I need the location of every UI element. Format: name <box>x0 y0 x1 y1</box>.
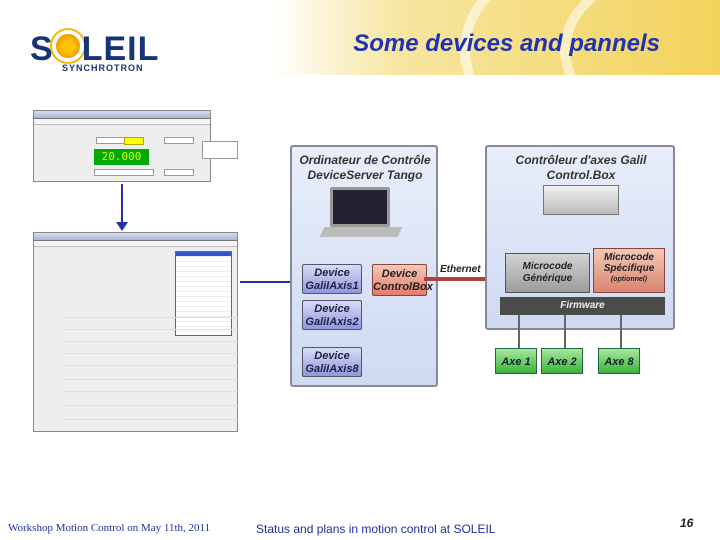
attribute-row <box>64 413 239 420</box>
connector-line <box>620 315 622 348</box>
ethernet-label: Ethernet <box>440 264 481 275</box>
highlight-field <box>124 137 144 145</box>
laptop-base <box>319 227 403 237</box>
motor-panel-screenshot: 20.000 µm <box>33 110 238 182</box>
window-titlebar <box>34 233 237 241</box>
attribute-row <box>64 385 239 392</box>
arrow-head <box>116 222 128 231</box>
controlbox-hardware-icon <box>543 185 619 215</box>
slide-title: Some devices and pannels <box>353 30 660 57</box>
attribute-row <box>64 311 239 318</box>
field-box <box>164 137 194 144</box>
logo-subtitle: SYNCHROTRON <box>62 63 144 73</box>
window-titlebar <box>34 111 210 119</box>
connector-line <box>518 315 520 348</box>
attribute-row <box>64 347 239 354</box>
command-dropdown-list <box>175 251 232 336</box>
sun-icon <box>55 34 80 58</box>
footer-talk-title: Status and plans in motion control at SO… <box>256 522 496 536</box>
attribute-row <box>64 323 239 330</box>
axis-1: Axe 1 <box>495 348 537 374</box>
axis-8: Axe 8 <box>598 348 640 374</box>
position-display: 20.000 µm <box>94 149 149 179</box>
state-button <box>202 141 238 159</box>
window-menubar <box>34 241 237 247</box>
decor-arc <box>560 0 720 75</box>
attribute-row <box>64 399 239 406</box>
arrow-down <box>121 184 123 224</box>
page-number: 16 <box>680 516 694 530</box>
axis-2: Axe 2 <box>541 348 583 374</box>
field-box <box>94 169 154 176</box>
attribute-row <box>64 335 239 342</box>
arrow-right <box>240 281 292 283</box>
connector-line <box>564 315 566 348</box>
attribute-row <box>64 359 239 366</box>
firmware-bar: Firmware <box>500 297 665 315</box>
decor-arc <box>460 0 720 75</box>
ethernet-link <box>424 277 488 281</box>
footer-event: Workshop Motion Control on May 11th, 201… <box>8 522 211 534</box>
header-banner <box>0 0 720 75</box>
window-menubar <box>34 119 210 125</box>
attribute-panel-screenshot <box>33 232 239 432</box>
laptop-icon <box>330 187 390 227</box>
attribute-row <box>64 373 239 380</box>
field-box <box>164 169 194 176</box>
